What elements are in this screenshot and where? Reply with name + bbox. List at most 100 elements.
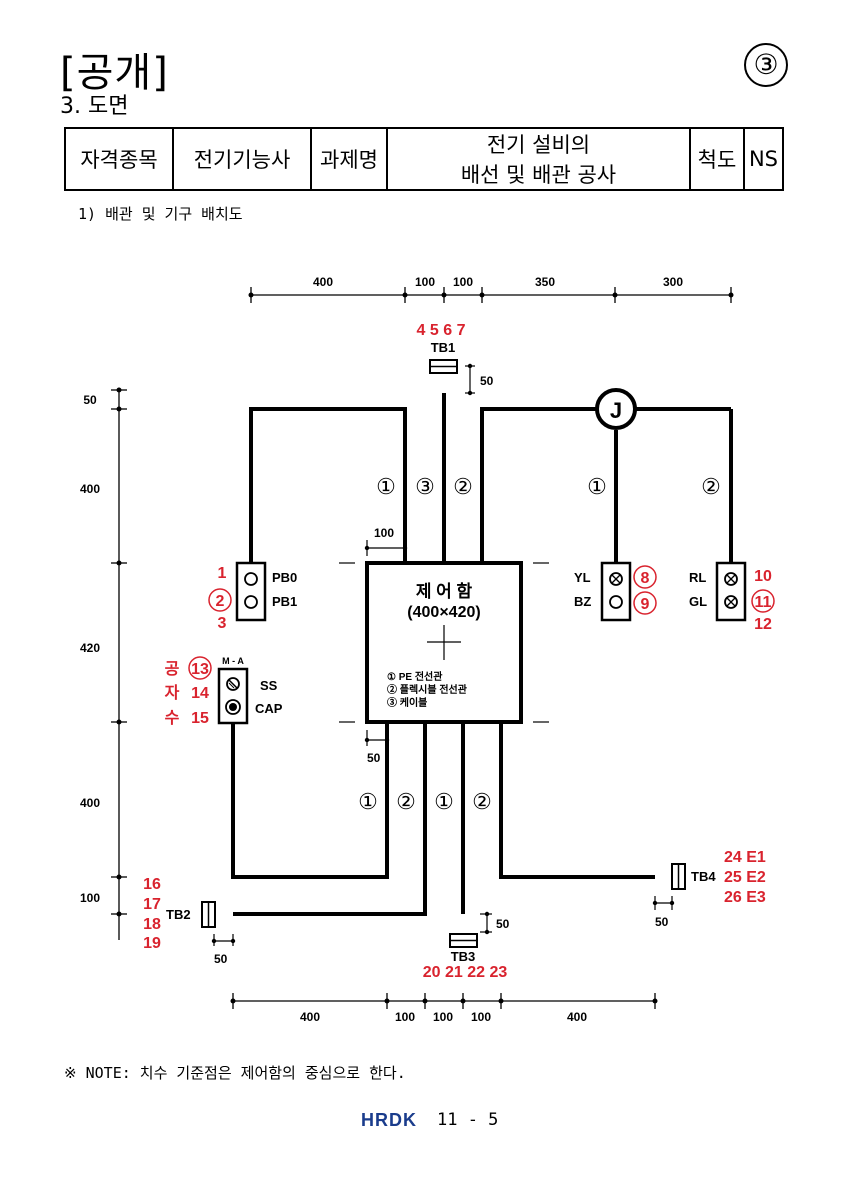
ss-common-label: 공 — [165, 660, 180, 678]
task-line-2: 배선 및 배관 공사 — [460, 163, 617, 187]
offset-50-tb2: 50 — [214, 952, 228, 966]
pb-terminal-1: 1 — [218, 565, 227, 582]
conduit-mark-bottom-1: ① — [358, 789, 378, 814]
junction-label: J — [610, 398, 622, 423]
dim-top-5: 300 — [663, 275, 683, 289]
tb4-terminal-24: 24 E1 — [724, 849, 766, 866]
page-header-title: [공개] — [60, 50, 169, 96]
page-number: 11 - 5 — [437, 1110, 499, 1130]
conduit-mark-bottom-4: ② — [472, 789, 492, 814]
dim-top-3: 100 — [453, 275, 473, 289]
control-box-size: (400×420) — [407, 604, 480, 621]
tb4-label: TB4 — [691, 869, 716, 884]
left-dimension — [111, 389, 127, 940]
selector-switch-box — [217, 667, 249, 725]
pb-terminal-2: 2 — [216, 593, 225, 610]
dim-left-3: 420 — [80, 641, 100, 655]
legend-flexible: ② 플렉시블 전선관 — [387, 683, 468, 696]
buzzer-icon — [609, 595, 623, 609]
dimension-note: ※ NOTE: 치수 기준점은 제어함의 중심으로 한다. — [64, 1064, 406, 1082]
dim-top-1: 400 — [313, 275, 333, 289]
task-line-1: 전기 설비의 — [486, 133, 591, 157]
legend-cable: ③ 케이블 — [387, 696, 427, 709]
dim-bottom-5: 400 — [567, 1010, 587, 1024]
drawing-subtitle: 1) 배관 및 기구 배치도 — [78, 205, 243, 223]
tb2-terminal-block-icon — [201, 901, 216, 928]
tb1-terminal-numbers: 4 5 6 7 — [417, 322, 466, 339]
rl-terminal-12: 12 — [754, 616, 772, 633]
dim-bottom-4: 100 — [471, 1010, 491, 1024]
ss-terminal-15: 15 — [191, 710, 209, 727]
qualification-label: 자격종목 — [64, 127, 174, 191]
tb4-terminal-25: 25 E2 — [724, 869, 766, 886]
tb4-terminal-26: 26 E3 — [724, 889, 766, 906]
pb0-button-icon — [244, 572, 258, 586]
dim-left-2: 400 — [80, 482, 100, 496]
scale-value: NS — [742, 127, 785, 191]
legend-pe: ① PE 전선관 — [387, 670, 443, 683]
offset-50-box: 50 — [367, 751, 381, 765]
section-title: 3. 도면 — [60, 94, 129, 119]
gl-label: GL — [689, 594, 707, 609]
yl-terminal-8: 8 — [641, 570, 650, 587]
conduit-mark-rl: ② — [701, 474, 721, 499]
pb1-button-icon — [244, 595, 258, 609]
tb2-label: TB2 — [166, 907, 191, 922]
top-dimension — [250, 287, 732, 303]
task-value: 전기 설비의 배선 및 배관 공사 — [386, 127, 691, 191]
sheet-number-badge: ③ — [744, 43, 788, 87]
pb0-label: PB0 — [272, 570, 297, 585]
tb3-terminal-block-icon — [449, 933, 478, 948]
conduit-mark-top-2: ③ — [415, 474, 435, 499]
info-table: 자격종목 전기기능사 과제명 전기 설비의 배선 및 배관 공사 척도 NS — [64, 127, 785, 191]
qualification-value: 전기기능사 — [172, 127, 312, 191]
conduit-mark-yl: ① — [587, 474, 607, 499]
bz-label: BZ — [574, 594, 591, 609]
dim-top-4: 350 — [535, 275, 555, 289]
pb-terminal-3: 3 — [218, 615, 227, 632]
yl-label: YL — [574, 570, 591, 585]
dim-left-4: 400 — [80, 796, 100, 810]
conduit-mark-bottom-3: ① — [434, 789, 454, 814]
offset-100: 100 — [374, 526, 394, 540]
conduit-mark-top-1: ① — [376, 474, 396, 499]
tb1-label: TB1 — [431, 340, 456, 355]
offset-50-tb1: 50 — [480, 374, 494, 388]
rl-label: RL — [689, 570, 706, 585]
tb2-terminal-16: 16 — [143, 876, 161, 893]
rl-terminal-10: 10 — [754, 568, 772, 585]
conduits — [231, 393, 733, 916]
dim-bottom-1: 400 — [300, 1010, 320, 1024]
gl-terminal-11: 11 — [755, 594, 772, 611]
dim-bottom-3: 100 — [433, 1010, 453, 1024]
conduit-mark-top-3: ② — [453, 474, 473, 499]
control-box-title: 제 어 함 — [416, 581, 473, 601]
tb3-terminal-numbers: 20 21 22 23 — [423, 964, 508, 981]
bz-terminal-9: 9 — [641, 596, 650, 613]
ss-terminal-13: 13 — [191, 661, 209, 678]
task-label: 과제명 — [310, 127, 388, 191]
pushbutton-box — [235, 561, 267, 622]
tb2-terminal-19: 19 — [143, 935, 161, 952]
bottom-dimension — [232, 993, 656, 1009]
tb1-terminal-block-icon — [429, 359, 458, 374]
tb3-label: TB3 — [451, 949, 476, 964]
yl-bz-box — [600, 561, 632, 622]
pb1-label: PB1 — [272, 594, 297, 609]
junction-box-icon — [595, 388, 637, 430]
dim-top-2: 100 — [415, 275, 435, 289]
rl-gl-box — [715, 561, 747, 622]
cap-label: CAP — [255, 701, 283, 716]
ss-terminal-14: 14 — [191, 685, 209, 702]
offset-50-tb3: 50 — [496, 917, 510, 931]
dim-left-5: 100 — [80, 891, 100, 905]
offset-50-tb4: 50 — [655, 915, 669, 929]
scale-label: 척도 — [688, 127, 745, 191]
control-box — [339, 561, 549, 724]
tb4-terminal-block-icon — [671, 863, 686, 890]
dim-bottom-2: 100 — [395, 1010, 415, 1024]
hrdk-logo: HRDK — [361, 1110, 417, 1130]
dim-left-1: 50 — [83, 393, 97, 407]
tb2-terminal-18: 18 — [143, 916, 161, 933]
